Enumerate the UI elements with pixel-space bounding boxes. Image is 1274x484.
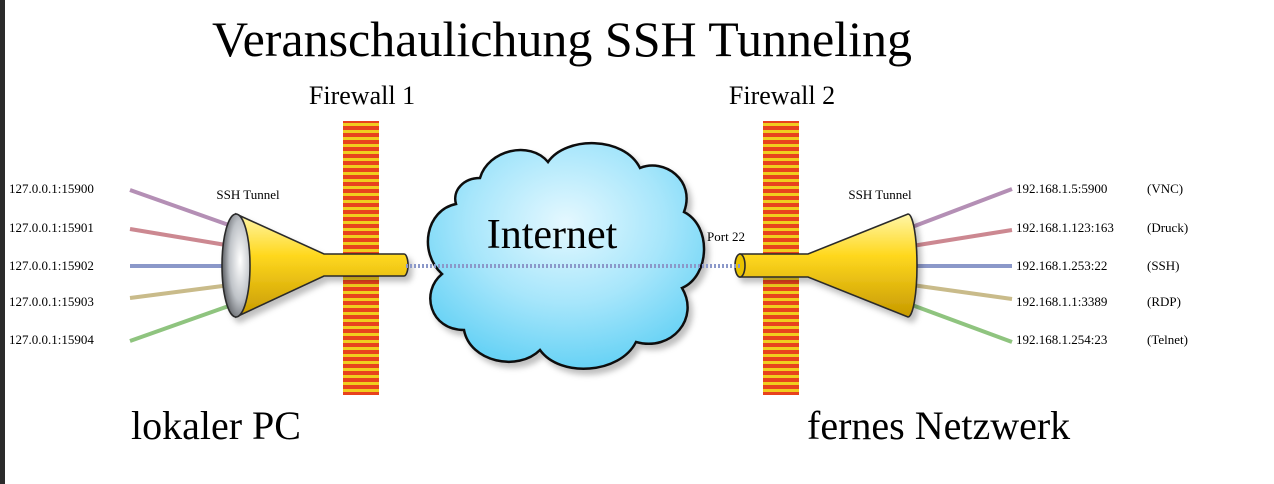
channel-line-1 bbox=[129, 188, 241, 231]
local-port-label: 127.0.0.1:15901 bbox=[9, 220, 94, 235]
local-port-label: 127.0.0.1:15904 bbox=[9, 332, 94, 347]
remote-network-label: fernes Netzwerk bbox=[807, 403, 1070, 448]
tunnel-funnel-right bbox=[734, 213, 918, 318]
remote-service-label: (Druck) bbox=[1147, 220, 1188, 235]
local-port-list: 127.0.0.1:15900 127.0.0.1:15901 127.0.0.… bbox=[9, 181, 94, 347]
remote-service-label: (SSH) bbox=[1147, 258, 1180, 273]
channel-line-2 bbox=[129, 227, 239, 249]
remote-address-label: 192.168.1.1:3389 bbox=[1016, 294, 1107, 309]
local-port-label: 127.0.0.1:15900 bbox=[9, 181, 94, 196]
remote-service-label: (Telnet) bbox=[1147, 332, 1188, 347]
channel-line-2 bbox=[911, 228, 1013, 248]
diagram-title: Veranschaulichung SSH Tunneling bbox=[212, 11, 912, 67]
channel-line-4 bbox=[911, 283, 1013, 301]
local-port-label: 127.0.0.1:15903 bbox=[9, 294, 94, 309]
port-label: Port 22 bbox=[707, 229, 745, 244]
channel-line-4 bbox=[129, 282, 239, 300]
channel-line-5 bbox=[911, 303, 1013, 344]
local-pc-label: lokaler PC bbox=[131, 403, 301, 448]
window-edge bbox=[0, 0, 5, 484]
firewall-2-label: Firewall 2 bbox=[729, 81, 835, 110]
remote-address-label: 192.168.1.253:22 bbox=[1016, 258, 1107, 273]
remote-address-label: 192.168.1.123:163 bbox=[1016, 220, 1114, 235]
internet-cloud bbox=[426, 142, 706, 370]
firewall-1-label: Firewall 1 bbox=[309, 81, 415, 110]
remote-channel-lines bbox=[911, 187, 1013, 344]
remote-address-label: 192.168.1.254:23 bbox=[1016, 332, 1107, 347]
ssh-tunnel-label-right: SSH Tunnel bbox=[848, 187, 912, 202]
local-port-label: 127.0.0.1:15902 bbox=[9, 258, 94, 273]
remote-service-label: (RDP) bbox=[1147, 294, 1181, 309]
tunnel-funnel-left bbox=[221, 212, 409, 319]
channel-line-1 bbox=[911, 187, 1013, 229]
channel-line-5 bbox=[129, 300, 241, 343]
remote-address-label: 192.168.1.5:5900 bbox=[1016, 181, 1107, 196]
internet-label: Internet bbox=[487, 212, 618, 258]
ssh-tunnel-label-left: SSH Tunnel bbox=[216, 187, 280, 202]
remote-endpoint-list: 192.168.1.5:5900 (VNC) 192.168.1.123:163… bbox=[1016, 181, 1188, 347]
local-channel-lines bbox=[129, 188, 241, 343]
remote-service-label: (VNC) bbox=[1147, 181, 1183, 196]
